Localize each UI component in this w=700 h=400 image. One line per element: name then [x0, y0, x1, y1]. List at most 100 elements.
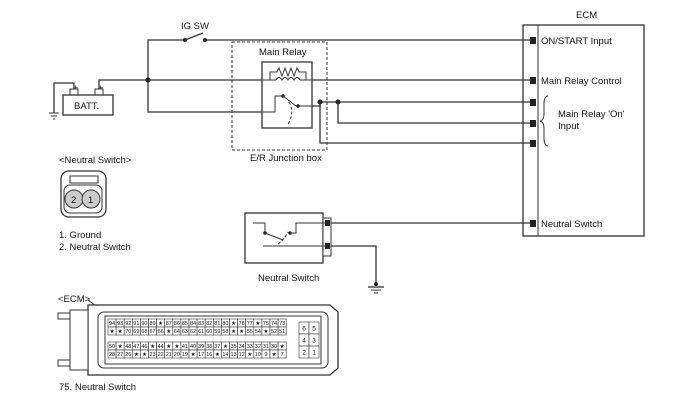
ig-sw-label: IG SW [181, 21, 209, 32]
ecm-pin-number: 90 [141, 321, 147, 327]
ecm-pin-number: 12 [239, 352, 245, 358]
ecm-side-pin-number: 4 [302, 338, 306, 345]
ecm-pin-number: 68 [141, 329, 147, 335]
ecm-pin-number: ★ [118, 328, 123, 335]
ecm-pin-number: 32 [255, 344, 261, 350]
ecm-pin-number: ★ [215, 351, 220, 358]
ecm-pin-number: 23 [149, 352, 155, 358]
ecm-pin-number: 39 [198, 344, 204, 350]
ecm-pin-number: ★ [231, 328, 236, 335]
ecm-side-pin-number: 1 [312, 350, 316, 357]
ecm-pin-number: 7 [281, 352, 284, 358]
ecm-pin-number: 19 [182, 352, 188, 358]
ecm-pin-number: 69 [133, 329, 139, 335]
ecm-side-pin-cell [308, 345, 320, 359]
wire-batt-to-relay [147, 80, 262, 113]
ecm-label-on-start-input: ON/START Input [541, 36, 612, 47]
ecm-pin-number: 54 [255, 329, 261, 335]
ecm-pin-number: 74 [271, 321, 277, 327]
ecm-pin-number: 62 [190, 329, 196, 335]
ecm-pin-number: 80 [222, 321, 228, 327]
ecm-pin-main-relay-on-2 [530, 120, 536, 127]
ecm-box [522, 24, 645, 237]
ecm-pin-number: 75 [263, 321, 269, 327]
ecm-pin-number: ★ [142, 351, 147, 358]
ecm-pin-number: 13 [230, 352, 236, 358]
ecm-pin-number: ★ [174, 343, 179, 350]
ecm-pin-number: 33 [247, 344, 253, 350]
ecm-pin-number: ★ [247, 351, 252, 358]
ecm-side-pin-number: 2 [302, 350, 306, 357]
pin-desc-ground: 1. Ground [59, 230, 101, 241]
ecm-pin-number: 20 [174, 352, 180, 358]
ecm-connector-title: <ECM> [58, 294, 91, 305]
ecm-pin-number: 30 [271, 344, 277, 350]
ecm-pin-number: 17 [198, 352, 204, 358]
ecm-pin-number: ★ [191, 351, 196, 358]
ecm-title: ECM [576, 10, 597, 21]
ecm-pin-number: 26 [125, 352, 131, 358]
ecm-pin-number: 31 [263, 344, 269, 350]
ecm-pin-number: 35 [230, 344, 236, 350]
pin-desc-neutral: 2. Neutral Switch [59, 242, 131, 253]
ecm-pin-number: ★ [231, 320, 236, 327]
ecm-pin-number: 70 [125, 329, 131, 335]
ecm-label-main-relay-on-input-2: Input [558, 121, 579, 132]
ecm-pin-on-start [530, 37, 536, 44]
neutral-switch-label: Neutral Switch [258, 273, 319, 284]
ecm-pin-number: 78 [239, 321, 245, 327]
ecm-pin-neutral-switch [530, 220, 536, 227]
ecm-pin-number: 22 [158, 352, 164, 358]
ecm-pin-number: 63 [182, 329, 188, 335]
ecm-label-main-relay-on-input-1: Main Relay 'On' [558, 109, 625, 120]
ecm-pin-number: 93 [117, 321, 123, 327]
ecm-pin-number: ★ [110, 328, 115, 335]
ecm-pin-number: ★ [272, 351, 277, 358]
ecm-pin-number: 47 [133, 344, 139, 350]
ecm-pin-number: 46 [141, 344, 147, 350]
ecm-pin-number: ★ [280, 343, 285, 350]
ecm-pin-number: 61 [198, 329, 204, 335]
ecm-pin-number: 10 [255, 352, 261, 358]
ecm-pin-number: 67 [149, 329, 155, 335]
ecm-pin-number: 28 [109, 352, 115, 358]
ecm-pin-number: ★ [166, 343, 171, 350]
ecm-pin-cell [277, 349, 287, 359]
neutral-switch [244, 212, 324, 264]
ecm-pin-number: 83 [198, 321, 204, 327]
ecm-side-pin-number: 6 [302, 326, 306, 333]
ecm-pin-main-relay-on-3 [530, 140, 536, 147]
battery [62, 94, 114, 116]
ecm-pin-number: 51 [279, 329, 285, 335]
ecm-pin-number: 55 [247, 329, 253, 335]
ecm-pin-number: 66 [158, 329, 164, 335]
ecm-pin-number: 77 [247, 321, 253, 327]
main-relay-label: Main Relay [259, 47, 307, 58]
ecm-pin-number: 73 [279, 321, 285, 327]
ecm-pin-number: 84 [190, 321, 196, 327]
wire-neutral-ground [331, 245, 377, 284]
ecm-pin-desc: 75. Neutral Switch [59, 382, 136, 393]
ecm-pin-number: 64 [174, 329, 180, 335]
ecm-pin-number: 82 [206, 321, 212, 327]
ecm-pin-number: ★ [263, 328, 268, 335]
ecm-pin-number: 50 [109, 344, 115, 350]
ecm-pin-number: 16 [206, 352, 212, 358]
neutral-switch-connector-title: <Neutral Switch> [59, 155, 132, 166]
ecm-pin-number: 91 [133, 321, 139, 327]
ecm-pin-number: ★ [150, 343, 155, 350]
ecm-pin-number: 34 [239, 344, 245, 350]
ecm-side-pin-number: 5 [312, 326, 316, 333]
ecm-label-neutral-switch: Neutral Switch [541, 219, 602, 230]
ecm-pin-number: 37 [214, 344, 220, 350]
ecm-pin-number: ★ [223, 343, 228, 350]
ecm-pin-number: 60 [206, 329, 212, 335]
ecm-pin-number: ★ [134, 351, 139, 358]
ecm-pin-number: 44 [158, 344, 164, 350]
ecm-pin-number: 52 [271, 329, 277, 335]
ecm-pin-number: 85 [182, 321, 188, 327]
ecm-pin-number: ★ [239, 328, 244, 335]
ecm-pin-number: 89 [149, 321, 155, 327]
ecm-pin-number: 21 [166, 352, 172, 358]
